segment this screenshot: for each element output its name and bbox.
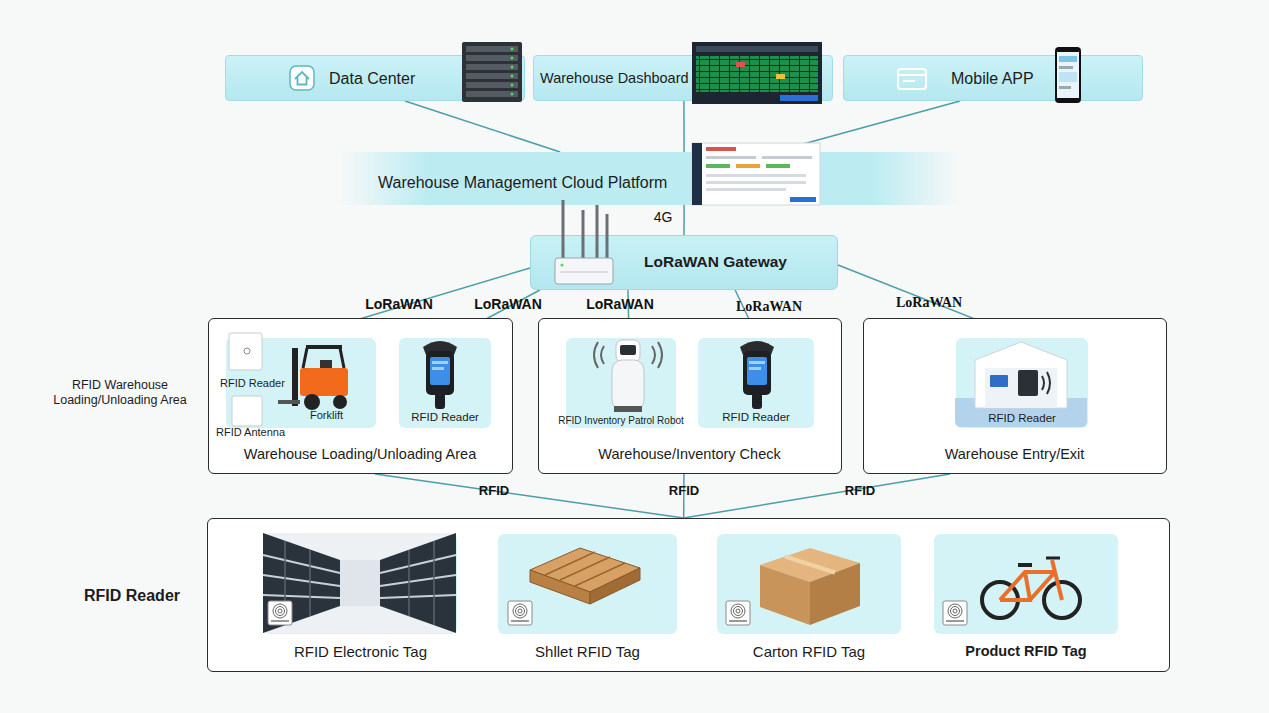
tag-tile: Carton RFID Tag (717, 534, 901, 634)
edge-label: LoRaWAN (896, 295, 962, 312)
node-text: RFID Reader (399, 411, 491, 425)
node-text: Carton RFID Tag (697, 643, 921, 661)
tag-tile: Product RFID Tag (934, 534, 1118, 634)
warehouse-photo (263, 533, 456, 633)
node-text: RFID Reader (76, 586, 188, 605)
connector-line (375, 474, 684, 518)
node-text: Warehouse Management Cloud Platform (378, 173, 667, 192)
edge-label: LoRaWAN (736, 299, 802, 316)
side-label: RFID Warehouse Loading/Unloading Area (40, 378, 200, 408)
device-tile: RFID Reader (698, 338, 814, 428)
node-text: Warehouse Loading/Unloading Area (209, 446, 511, 463)
edge-label: RFID (845, 483, 875, 499)
node-text: RFID Reader (220, 377, 285, 390)
node-text: Forklift (310, 409, 343, 422)
edge-label: LoRaWAN (586, 296, 654, 313)
tag-group: RFID ReaderRFID Electronic TagShllet RFI… (207, 518, 1170, 672)
gateway-box: LoRaWAN Gateway (530, 235, 838, 290)
connector-line (774, 101, 960, 152)
edge-label: RFID (479, 483, 509, 499)
tag-tile: RFID Electronic Tag (264, 534, 457, 634)
node-text: RFID Reader (956, 412, 1088, 426)
connector-line (405, 101, 560, 152)
edge-label: 4G (654, 209, 673, 226)
node-text: RFID Electronic Tag (244, 643, 477, 661)
device-tile: RFID Reader (956, 338, 1088, 428)
area-group: Warehouse/Inventory Check RFID Inventory … (538, 318, 842, 474)
node-text: RFID Inventory Patrol Robot (546, 415, 696, 427)
system-box: Warehouse Dashboard (533, 55, 833, 101)
connector-line (683, 205, 685, 235)
connector-line (684, 474, 950, 518)
area-group: Warehouse Loading/Unloading Area RFID Rea… (208, 318, 513, 474)
connector-line (683, 101, 685, 152)
tag-tile: Shllet RFID Tag (498, 534, 677, 634)
area-group: Warehouse Entry/Exit RFID Reader (863, 318, 1167, 474)
node-text: LoRaWAN Gateway (644, 253, 787, 272)
part-label: RFID Antenna (216, 426, 285, 439)
node-text: Warehouse/Inventory Check (539, 446, 840, 463)
system-box: Data Center (225, 55, 525, 101)
edge-label: LoRaWAN (365, 296, 433, 313)
node-text: Shllet RFID Tag (478, 643, 697, 661)
node-text: RFID Reader (698, 411, 814, 425)
device-tile: RFID ReaderForklift (226, 338, 376, 428)
edge-label: LoRaWAN (474, 296, 542, 313)
node-text: Data Center (329, 69, 415, 88)
device-tile: RFID Inventory Patrol Robot (566, 338, 676, 428)
node-text: Warehouse Dashboard (540, 70, 689, 87)
node-text: Warehouse Entry/Exit (864, 446, 1165, 463)
system-box: Mobile APP (843, 55, 1143, 101)
edge-label: RFID (669, 483, 699, 499)
device-tile: RFID Reader (399, 338, 491, 428)
platform-band: Warehouse Management Cloud Platform (340, 152, 960, 205)
node-text: Product RFID Tag (914, 643, 1138, 660)
node-text: Mobile APP (951, 69, 1034, 88)
